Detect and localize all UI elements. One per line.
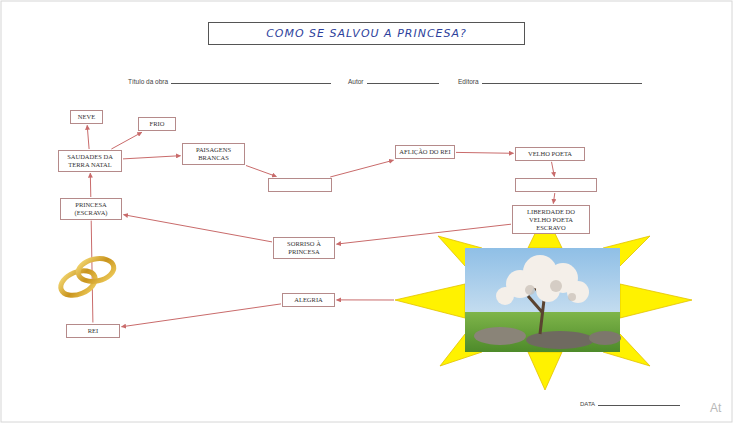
sun-rays [395, 213, 692, 390]
concept-box: VELHO POETA [515, 147, 585, 161]
box-text: SORRISO À PRINCESA [277, 240, 331, 256]
form-field: Editora [458, 78, 642, 85]
concept-box: SORRISO À PRINCESA [273, 237, 335, 259]
form-field: DATA [580, 401, 680, 407]
sun-ray [620, 284, 692, 318]
connector [330, 160, 393, 177]
tree-photo [465, 248, 621, 352]
connector [337, 224, 512, 244]
title-box: COMO SE SALVOU A PRINCESA? [208, 22, 525, 45]
rock [526, 331, 594, 349]
box-text: FRIO [142, 120, 172, 128]
tree-blossom [496, 255, 589, 305]
connector [246, 166, 276, 177]
concept-box: AFLIÇÃO DO REI [395, 145, 455, 159]
connector [552, 162, 555, 177]
concept-box: SAUDADES DA TERRA NATAL [58, 150, 122, 172]
ring [76, 255, 116, 284]
box-text: NEVE [74, 113, 99, 121]
concept-box: NEVE [70, 110, 103, 124]
box-text: AFLIÇÃO DO REI [399, 148, 451, 156]
blossom [496, 287, 514, 305]
blossom [567, 281, 589, 303]
field-label: At [710, 401, 721, 415]
concept-box: PAISAGENS BRANCAS [182, 143, 245, 165]
sun-ray [528, 352, 562, 390]
blossom-shade-dot [525, 285, 535, 295]
watermark: At [710, 401, 721, 415]
photo-sky [465, 248, 620, 352]
connector [456, 152, 514, 154]
fill-in-line [598, 404, 680, 406]
connector [122, 304, 282, 327]
connector [553, 193, 555, 204]
connector [124, 215, 273, 242]
field-label: Editora [458, 78, 479, 85]
fill-in-line [482, 82, 642, 84]
field-label: Título da obra [128, 78, 168, 85]
blossom-shade-dot [568, 293, 576, 301]
field-label: DATA [580, 401, 595, 407]
box-text: REI [70, 327, 116, 335]
concept-box: LIBERDADE DO VELHO POETA ESCRAVO [512, 205, 590, 234]
concept-box: FRIO [138, 117, 176, 131]
concept-box: REI [66, 324, 120, 338]
connector [123, 156, 181, 159]
fill-in-line [367, 82, 439, 84]
picture-leader [337, 299, 395, 300]
box-text: SAUDADES DA TERRA NATAL [62, 153, 118, 169]
box-text: PAISAGENS BRANCAS [186, 146, 241, 162]
empty-box [268, 178, 332, 192]
form-field: Autor [348, 78, 439, 85]
connector [90, 173, 92, 197]
blossom-shade-dot [550, 280, 562, 292]
wedding-rings [57, 255, 116, 299]
box-text: LIBERDADE DO VELHO POETA ESCRAVO [516, 208, 586, 231]
form-field: Título da obra [128, 78, 331, 85]
box-text: PRINCESA (ESCRAVA) [64, 201, 118, 217]
concept-box: ALEGRIA [282, 293, 335, 307]
diagram-title: COMO SE SALVOU A PRINCESA? [266, 27, 467, 40]
box-text: ALEGRIA [286, 296, 331, 304]
blossom-shade [525, 280, 576, 301]
sun-ray [395, 284, 465, 318]
field-label: Autor [348, 78, 364, 85]
connector [111, 132, 141, 149]
rock [589, 331, 621, 345]
empty-box [515, 178, 597, 192]
box-text: VELHO POETA [519, 150, 581, 158]
connector [87, 125, 89, 149]
rock [474, 327, 526, 345]
fill-in-line [171, 82, 331, 84]
concept-box: PRINCESA (ESCRAVA) [60, 198, 122, 220]
